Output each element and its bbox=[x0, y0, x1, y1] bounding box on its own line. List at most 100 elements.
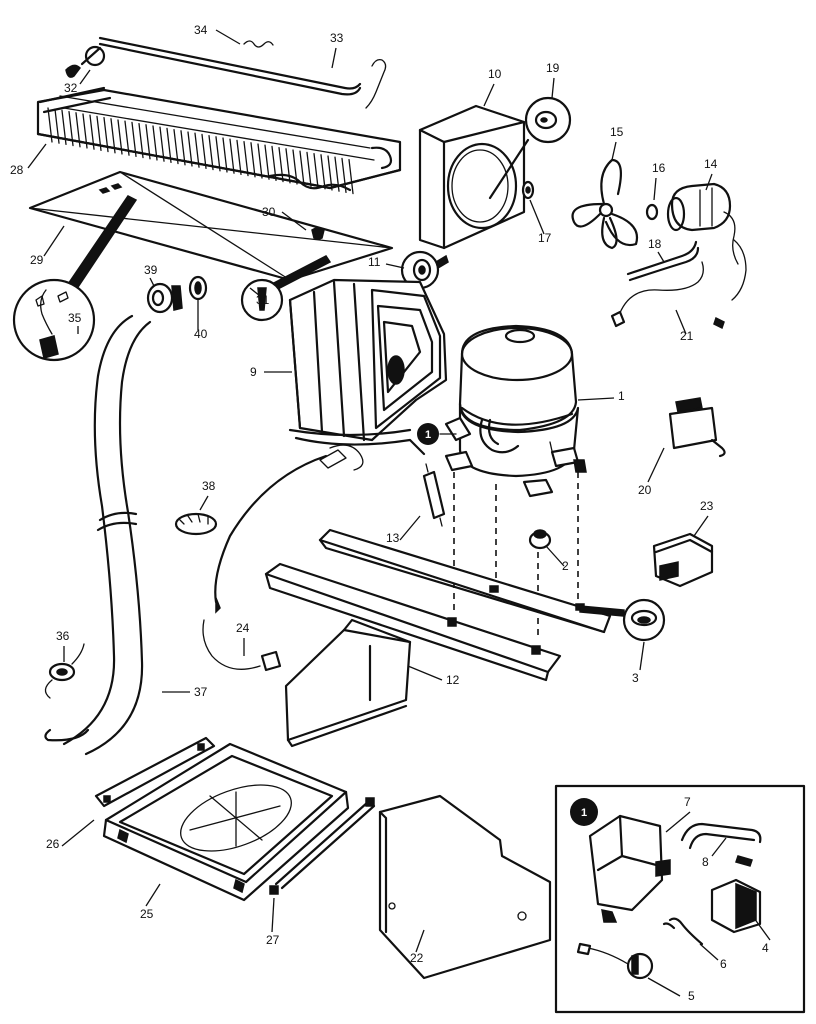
part-28-condenser bbox=[36, 86, 402, 195]
part-25-drain-pan bbox=[102, 742, 350, 902]
part-23-overload bbox=[652, 532, 714, 588]
callout-18: 18 bbox=[648, 237, 662, 251]
callout-9: 9 bbox=[250, 365, 257, 379]
part-36-clip bbox=[44, 643, 85, 699]
callout-23: 23 bbox=[700, 499, 714, 513]
part-32-clamp bbox=[65, 45, 106, 78]
callout-20: 20 bbox=[638, 483, 652, 497]
callout-19: 19 bbox=[546, 61, 560, 75]
leader-line-11 bbox=[385, 263, 405, 269]
leader-line-21 bbox=[675, 309, 687, 335]
callout-35: 35 bbox=[68, 311, 82, 325]
callout-32: 32 bbox=[64, 81, 78, 95]
callout-40: 40 bbox=[194, 327, 208, 341]
leader-line-12 bbox=[407, 665, 443, 681]
part-35-thermostat-detail bbox=[12, 278, 96, 362]
callout-27: 27 bbox=[266, 933, 280, 947]
leader-line-23 bbox=[693, 515, 709, 537]
leader-line-5 bbox=[647, 977, 681, 997]
callout-31: 31 bbox=[256, 293, 270, 307]
callout-7: 7 bbox=[684, 795, 691, 809]
leader-line-32 bbox=[79, 69, 91, 85]
callout-8: 8 bbox=[702, 855, 709, 869]
inset-part-5-terminal bbox=[576, 942, 654, 980]
callout-34: 34 bbox=[194, 23, 208, 37]
leader-line-10 bbox=[483, 83, 495, 107]
leader-line-28 bbox=[27, 143, 47, 169]
leader-line-3 bbox=[639, 641, 645, 671]
part-rail-lower bbox=[264, 562, 562, 682]
inset-part-4-relay bbox=[710, 878, 762, 934]
leader-line-14 bbox=[705, 173, 713, 191]
leader-line-33 bbox=[331, 47, 337, 69]
part-9-evaporator bbox=[288, 278, 448, 456]
inset-detail-box bbox=[554, 784, 806, 1014]
part-40-clip bbox=[188, 275, 208, 301]
part-27-rod bbox=[269, 797, 376, 895]
part-10-fan-shroud bbox=[418, 104, 526, 250]
callout-leaders bbox=[27, 29, 771, 997]
leader-line-31 bbox=[249, 287, 261, 297]
leader-line-8 bbox=[711, 837, 727, 857]
leader-line-2 bbox=[545, 545, 565, 567]
part-13-drier bbox=[422, 463, 446, 527]
callout-26: 26 bbox=[46, 837, 60, 851]
callout-29: 29 bbox=[30, 253, 44, 267]
leader-line-7 bbox=[665, 811, 691, 833]
part-3-detail bbox=[622, 598, 666, 642]
inset-part-7-bracket bbox=[601, 909, 618, 923]
part-30-screw bbox=[311, 227, 325, 240]
leader-line-29 bbox=[43, 225, 65, 257]
part-14-fan-motor bbox=[666, 182, 747, 330]
callout-3: 3 bbox=[632, 671, 639, 685]
callout-17: 17 bbox=[538, 231, 552, 245]
leader-line-17 bbox=[529, 199, 545, 235]
callout-24: 24 bbox=[236, 621, 250, 635]
part-15-fan-blade bbox=[571, 158, 639, 250]
callout-6: 6 bbox=[720, 957, 727, 971]
leader-line-19 bbox=[551, 77, 555, 99]
leader-line-18 bbox=[657, 251, 665, 263]
callout-13: 13 bbox=[386, 531, 400, 545]
leader-line-4 bbox=[753, 917, 771, 941]
part-22-access-panel bbox=[378, 794, 552, 980]
part-39-grommet bbox=[146, 282, 183, 314]
callout-12: 12 bbox=[446, 673, 460, 687]
callout-39: 39 bbox=[144, 263, 158, 277]
part-1-compressor bbox=[444, 324, 587, 498]
callout-33: 33 bbox=[330, 31, 344, 45]
detail-badge-1: 1 bbox=[417, 423, 457, 445]
callout-labels: 1 2 3 4 5 6 7 8 9 10 11 12 13 14 15 16 1… bbox=[10, 23, 769, 1003]
leader-3-thick bbox=[579, 605, 625, 617]
leader-line-38 bbox=[199, 495, 209, 511]
callout-1: 1 bbox=[618, 389, 625, 403]
leader-line-26 bbox=[61, 819, 95, 847]
part-26-bracket bbox=[94, 736, 216, 808]
callout-37: 37 bbox=[194, 685, 208, 699]
callout-38: 38 bbox=[202, 479, 216, 493]
leader-19-line bbox=[488, 138, 530, 200]
part-38-clamp bbox=[174, 512, 218, 536]
inset-badge-text: 1 bbox=[581, 807, 587, 819]
leader-line-34 bbox=[215, 29, 241, 45]
leader-line-13 bbox=[399, 515, 421, 541]
leader-line-39 bbox=[149, 277, 155, 287]
part-20-relay bbox=[668, 397, 726, 458]
part-33-tube bbox=[98, 36, 387, 109]
callout-30: 30 bbox=[262, 205, 276, 219]
inset-part-8-wire bbox=[680, 822, 762, 867]
callout-14: 14 bbox=[704, 157, 718, 171]
leader-line-27 bbox=[271, 897, 275, 933]
callout-28: 28 bbox=[10, 163, 24, 177]
leader-line-16 bbox=[653, 177, 657, 201]
part-2-grommet bbox=[528, 529, 552, 550]
callout-15: 15 bbox=[610, 125, 624, 139]
callout-4: 4 bbox=[762, 941, 769, 955]
part-18-bracket bbox=[626, 240, 700, 282]
part-19-detail bbox=[524, 96, 572, 144]
callout-11: 11 bbox=[368, 255, 381, 269]
part-17-nut bbox=[521, 180, 535, 200]
leader-line-20 bbox=[647, 447, 665, 483]
leader-line-30 bbox=[281, 211, 307, 231]
